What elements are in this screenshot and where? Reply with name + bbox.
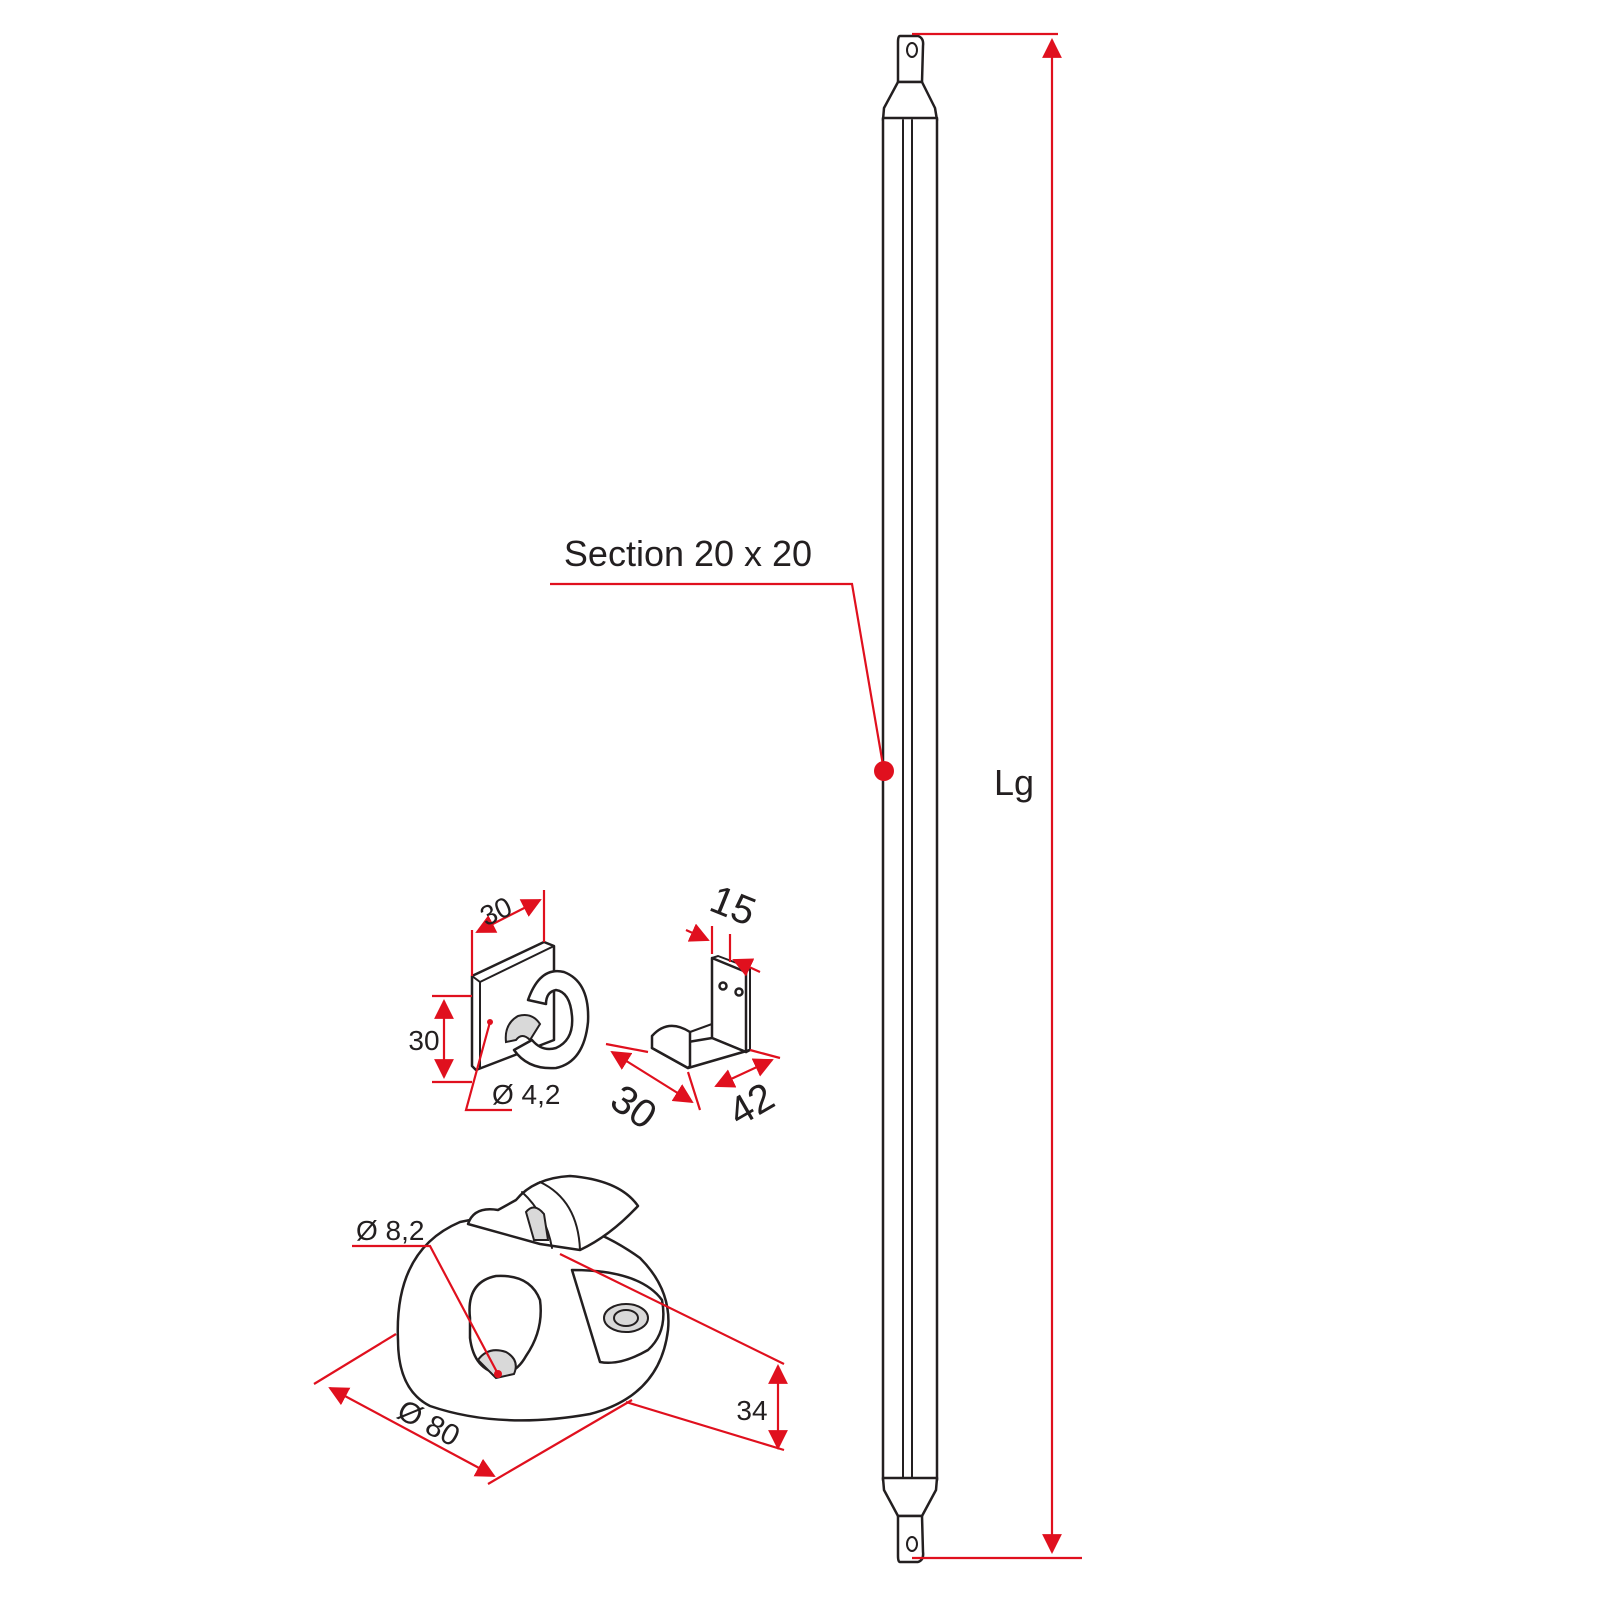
bracket bbox=[470, 940, 590, 1072]
pole bbox=[881, 34, 939, 1564]
bracket-width-label: 30 bbox=[475, 891, 516, 932]
holder-front-label: 30 bbox=[603, 1077, 665, 1139]
base-height-label: 34 bbox=[736, 1395, 767, 1426]
holder-depth-label: 42 bbox=[721, 1075, 782, 1135]
section-leader bbox=[550, 582, 894, 781]
base-hole-label: Ø 8,2 bbox=[356, 1215, 424, 1246]
dome-base bbox=[396, 1174, 670, 1422]
holder bbox=[650, 954, 752, 1070]
length-label: Lg bbox=[994, 762, 1034, 803]
length-dimension bbox=[912, 32, 1082, 1560]
bracket-dimensions bbox=[432, 890, 546, 1112]
bracket-hole-label: Ø 4,2 bbox=[492, 1079, 560, 1110]
holder-dimensions bbox=[605, 923, 781, 1111]
base-dimensions bbox=[313, 1244, 788, 1485]
section-label: Section 20 x 20 bbox=[564, 533, 812, 574]
bracket-height-label: 30 bbox=[408, 1025, 439, 1056]
